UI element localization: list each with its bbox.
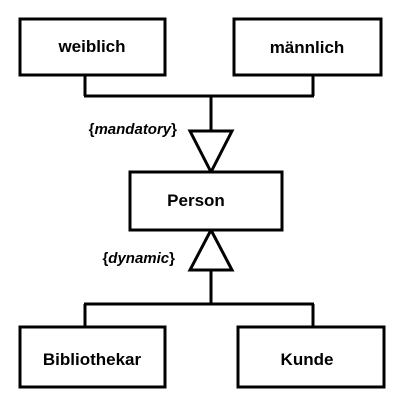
class-box-kunde-frame <box>236 325 386 389</box>
class-box-bibliothekar-frame <box>18 325 167 389</box>
class-label-maennlich: männlich <box>270 38 345 57</box>
class-box-maennlich: männlich <box>232 17 383 77</box>
class-label-bibliothekar: Bibliothekar <box>43 350 142 369</box>
class-box-maennlich-frame <box>232 17 383 77</box>
constraint-mandatory-open-brace: { <box>89 121 95 138</box>
constraint-dynamic-word: dynamic <box>108 250 170 267</box>
class-box-person: Person <box>128 170 284 232</box>
upper-generalization-triangle <box>187 129 235 176</box>
constraint-mandatory: {mandatory} <box>89 121 178 138</box>
class-box-kunde: Kunde <box>236 325 386 389</box>
constraint-mandatory-word: mandatory <box>94 121 171 138</box>
class-label-person: Person <box>167 191 225 210</box>
class-label-weiblich: weiblich <box>57 37 125 56</box>
class-box-weiblich-frame <box>18 17 167 77</box>
class-box-weiblich: weiblich <box>18 17 167 77</box>
lower-generalization-triangle <box>187 226 235 272</box>
lower-connectors <box>83 270 315 327</box>
constraint-dynamic-open-brace: { <box>102 250 108 267</box>
constraint-dynamic: {dynamic} <box>102 250 175 267</box>
class-label-kunde: Kunde <box>281 350 334 369</box>
upper-connectors <box>83 75 315 131</box>
class-box-person-frame <box>128 170 284 232</box>
constraint-dynamic-close-brace: } <box>169 250 175 267</box>
class-box-bibliothekar: Bibliothekar <box>18 325 167 389</box>
constraint-mandatory-close-brace: } <box>171 121 177 138</box>
